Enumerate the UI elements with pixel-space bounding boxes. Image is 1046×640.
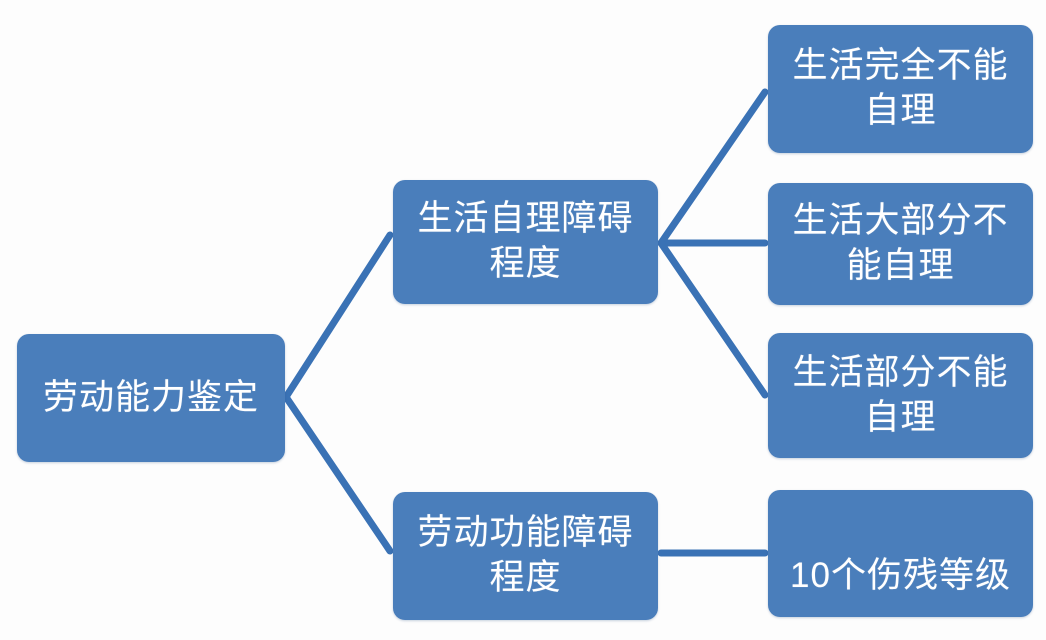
node-leaf-total-label: 生活完全不能 自理 — [792, 46, 1009, 130]
node-branch-work-ability[interactable]: 劳动功能障碍 程度 — [393, 492, 658, 620]
node-leaf-major[interactable]: 生活大部分不 能自理 — [768, 183, 1033, 305]
node-leaf-major-label: 生活大部分不 能自理 — [792, 201, 1009, 285]
node-leaf-grades[interactable]: 10个伤残等级 — [768, 490, 1033, 617]
node-leaf-partial-label: 生活部分不能 自理 — [792, 352, 1009, 437]
node-root-label: 劳动能力鉴定 — [42, 377, 259, 417]
node-branch-self-care-label: 生活自理障碍 程度 — [417, 199, 634, 283]
node-leaf-total[interactable]: 生活完全不能 自理 — [768, 25, 1033, 153]
edge-self-care-to-leaf-total — [657, 88, 769, 247]
node-branch-work-ability-label: 劳动功能障碍 程度 — [417, 513, 634, 597]
node-root[interactable]: 劳动能力鉴定 — [17, 334, 285, 462]
node-leaf-partial[interactable]: 生活部分不能 自理 — [768, 333, 1033, 458]
edge-self-care-to-leaf-partial — [657, 239, 769, 399]
node-branch-self-care[interactable]: 生活自理障碍 程度 — [393, 180, 658, 304]
edge-root-to-work-ability — [282, 393, 394, 555]
edge-root-to-self-care — [282, 231, 394, 401]
node-leaf-grades-label: 10个伤残等级 — [790, 556, 1011, 596]
